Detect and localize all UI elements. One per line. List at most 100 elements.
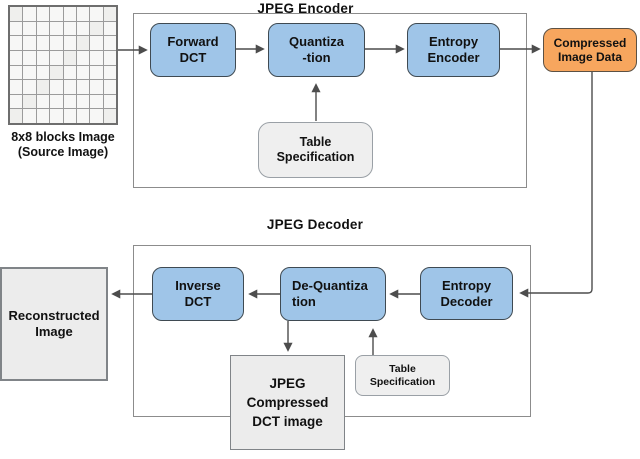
entropy-decoder-label-line2: Decoder xyxy=(440,293,493,309)
grid-cell xyxy=(63,65,76,80)
grid-cell xyxy=(103,65,116,80)
grid-cell xyxy=(50,7,63,21)
encoder-title: JPEG Encoder xyxy=(257,1,354,16)
compressed-image-data-line1: Compressed xyxy=(553,35,627,50)
grid-cell xyxy=(63,21,76,36)
quantization-label-line2: -tion xyxy=(302,50,331,65)
grid-cell xyxy=(63,36,76,50)
grid-cell xyxy=(23,80,36,94)
grid-cell xyxy=(36,21,50,36)
dequantization-label-line2: tion xyxy=(292,294,316,309)
grid-cell xyxy=(50,94,63,109)
grid-cell xyxy=(76,94,90,109)
decoder-title: JPEG Decoder xyxy=(266,217,364,232)
table-specification-decoder-node: Table Specification xyxy=(355,355,450,396)
grid-cell xyxy=(76,21,90,36)
grid-cell xyxy=(90,109,103,123)
grid-cell xyxy=(90,80,103,94)
source-image-grid xyxy=(8,5,118,125)
grid-cell xyxy=(76,65,90,80)
reconstructed-image-line2: Image xyxy=(35,324,73,339)
table-specification-encoder-node: Table Specification xyxy=(258,122,373,178)
grid-cell xyxy=(76,36,90,50)
grid-cell xyxy=(63,50,76,65)
grid-cell xyxy=(76,7,90,21)
grid-cell xyxy=(10,65,23,80)
reconstructed-image-node: Reconstructed Image xyxy=(0,267,108,381)
grid-cell xyxy=(103,21,116,36)
inverse-dct-label-line1: Inverse xyxy=(175,278,221,293)
inverse-dct-label-line2: DCT xyxy=(184,294,212,309)
entropy-encoder-node: Entropy Encoder xyxy=(407,23,500,77)
grid-cell xyxy=(90,21,103,36)
grid-cell xyxy=(76,50,90,65)
grid-cell xyxy=(23,7,36,21)
grid-cell xyxy=(63,80,76,94)
grid-cell xyxy=(63,109,76,123)
grid-cell xyxy=(103,7,116,21)
grid-cell xyxy=(23,36,36,50)
grid-cell xyxy=(50,50,63,65)
grid-cell xyxy=(103,36,116,50)
grid-cell xyxy=(50,36,63,50)
source-image-caption-line2: (Source Image) xyxy=(17,145,109,159)
grid-cell xyxy=(23,21,36,36)
compressed-image-data-line2: Image Data xyxy=(557,50,623,64)
source-image-caption: 8x8 blocks Image (Source Image) xyxy=(0,130,126,160)
grid-cell xyxy=(36,36,50,50)
grid-cell xyxy=(50,21,63,36)
table-spec-decoder-line2: Specification xyxy=(369,375,436,388)
table-spec-encoder-line1: Table xyxy=(299,135,332,149)
entropy-encoder-label-line2: Encoder xyxy=(427,50,480,65)
grid-cell xyxy=(90,65,103,80)
grid-cell xyxy=(36,50,50,65)
entropy-encoder-label-line1: Entropy xyxy=(428,34,479,49)
grid-cell xyxy=(23,94,36,109)
grid-cell xyxy=(10,109,23,123)
jpeg-compressed-line3: DCT image xyxy=(252,414,323,429)
table-spec-decoder-line1: Table xyxy=(389,363,416,375)
jpeg-compressed-line1: JPEG xyxy=(269,376,306,391)
grid-cell xyxy=(90,94,103,109)
table-spec-encoder-line2: Specification xyxy=(276,150,355,164)
grid-cell xyxy=(23,109,36,123)
dequantization-label-line1: De-Quantiza xyxy=(292,278,368,293)
inverse-dct-node: Inverse DCT xyxy=(152,267,244,321)
grid-cell xyxy=(10,36,23,50)
grid-cell xyxy=(10,7,23,21)
grid-cell xyxy=(50,109,63,123)
forward-dct-label-line2: DCT xyxy=(179,50,207,65)
quantization-node: Quantiza -tion xyxy=(268,23,365,77)
forward-dct-label-line1: Forward xyxy=(167,34,219,49)
grid-cell xyxy=(103,109,116,123)
quantization-label-line1: Quantiza xyxy=(289,34,344,49)
grid-cell xyxy=(10,94,23,109)
grid-cell xyxy=(10,80,23,94)
entropy-decoder-label-line1: Entropy xyxy=(441,277,492,293)
grid-cell xyxy=(63,94,76,109)
grid-cell xyxy=(103,94,116,109)
compressed-image-data-node: Compressed Image Data xyxy=(543,28,637,72)
entropy-decoder-node: Entropy Decoder xyxy=(420,267,513,320)
grid-cell xyxy=(90,50,103,65)
grid-cell xyxy=(36,109,50,123)
grid-cell xyxy=(63,7,76,21)
reconstructed-image-line1: Reconstructed xyxy=(8,308,100,323)
grid-cell xyxy=(103,50,116,65)
grid-cell xyxy=(36,65,50,80)
jpeg-compressed-line2: Compressed xyxy=(246,395,329,410)
grid-cell xyxy=(36,80,50,94)
grid-cell xyxy=(76,109,90,123)
grid-cell xyxy=(90,7,103,21)
grid-cell xyxy=(36,94,50,109)
grid-cell xyxy=(50,65,63,80)
grid-cell xyxy=(50,80,63,94)
grid-cell xyxy=(103,80,116,94)
arrow-compressed-to-entropy-decoder xyxy=(519,72,593,298)
grid-cell xyxy=(36,7,50,21)
grid-cell xyxy=(23,65,36,80)
grid-cell xyxy=(10,50,23,65)
forward-dct-node: Forward DCT xyxy=(150,23,236,77)
grid-cell xyxy=(76,80,90,94)
